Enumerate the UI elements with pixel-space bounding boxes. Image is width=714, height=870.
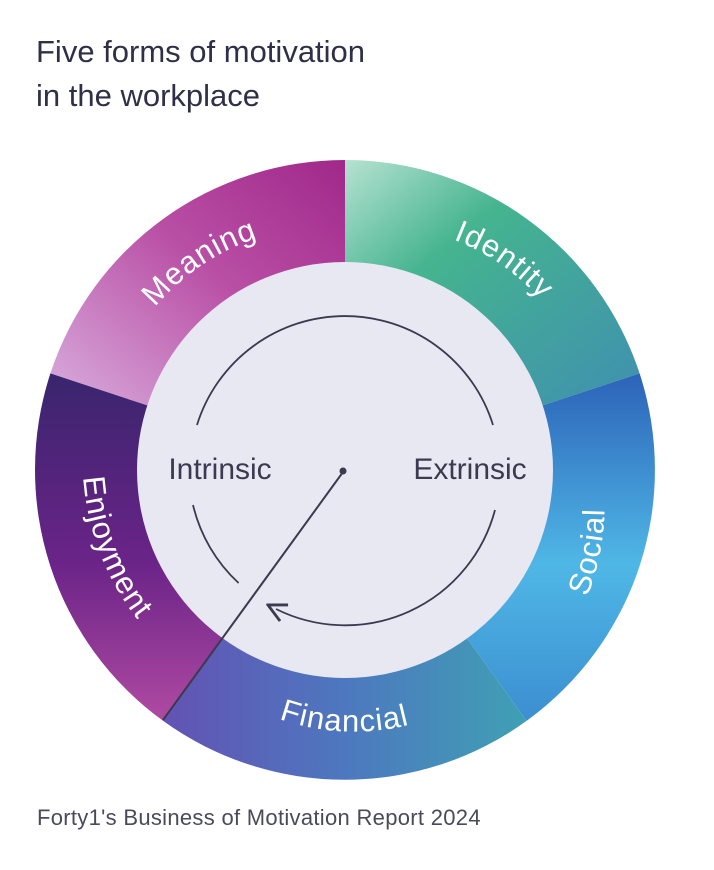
segment-enjoyment <box>35 373 225 721</box>
diagram-title: Five forms of motivation in the workplac… <box>36 30 365 118</box>
extrinsic-label: Extrinsic <box>413 453 526 486</box>
intrinsic-label: Intrinsic <box>168 453 271 486</box>
top-arc <box>196 315 494 426</box>
title-line-1: Five forms of motivation <box>36 34 366 69</box>
title-line-2: in the workplace <box>36 78 261 113</box>
left-arc <box>192 504 240 584</box>
segment-social <box>465 373 655 721</box>
segment-meaning <box>50 160 346 407</box>
segment-financial <box>163 636 527 780</box>
segment-identity <box>345 160 640 407</box>
cycle-arrow <box>276 509 496 627</box>
source-caption: Forty1's Business of Motivation Report 2… <box>37 805 481 830</box>
center-dot <box>339 467 347 475</box>
pointer-line <box>162 471 344 721</box>
